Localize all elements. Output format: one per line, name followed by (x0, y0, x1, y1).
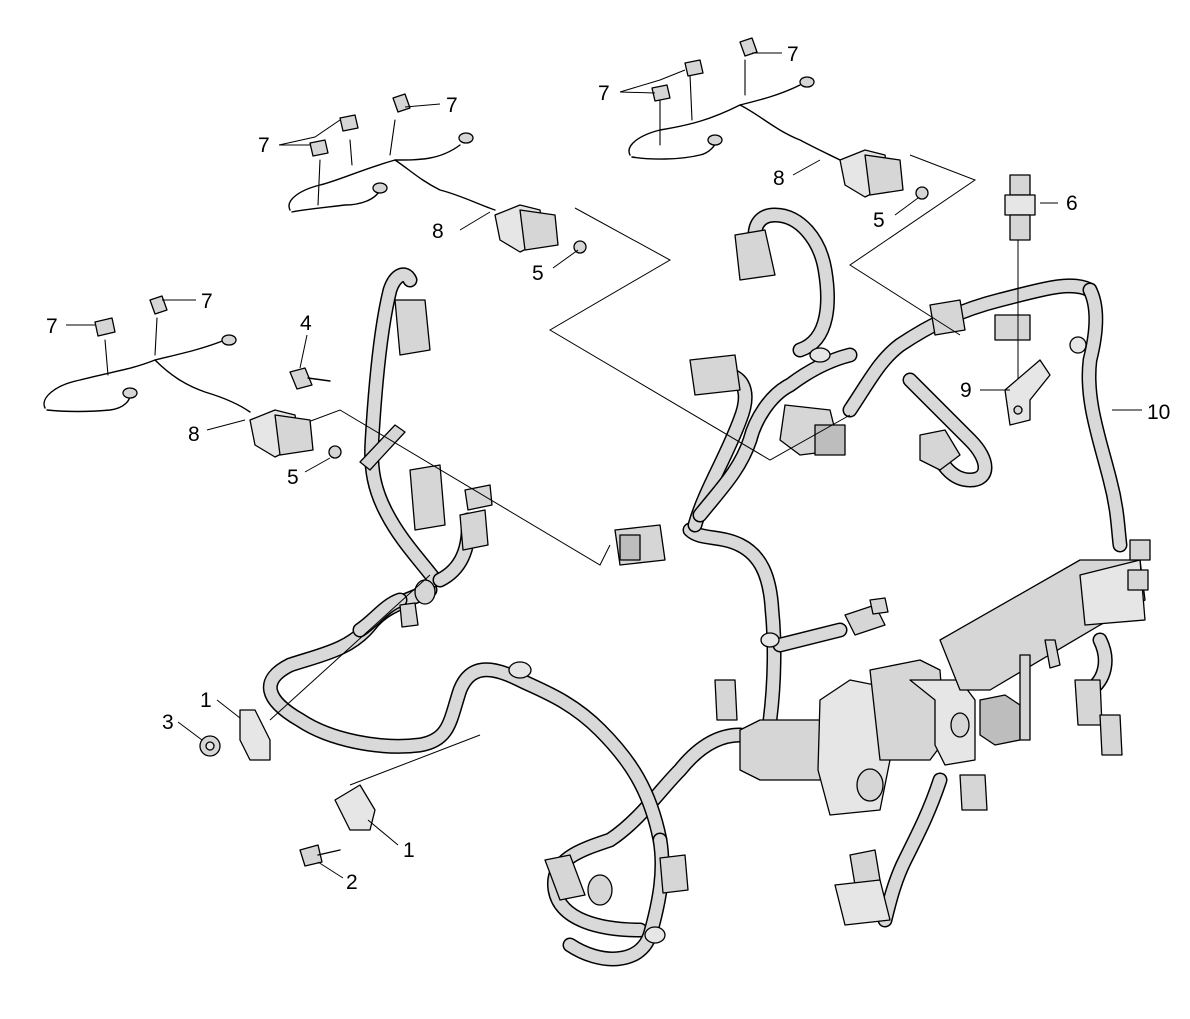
callout-8: 8 (188, 423, 200, 446)
callout-5: 5 (873, 209, 885, 232)
callout-5: 5 (532, 262, 544, 285)
callout-5: 5 (287, 466, 299, 489)
callout-8: 8 (773, 167, 785, 190)
callout-7: 7 (446, 94, 458, 117)
callout-7: 7 (201, 290, 213, 313)
callout-8: 8 (432, 220, 444, 243)
leader-lines (269, 154, 1019, 786)
callout-7: 7 (598, 82, 610, 105)
callout-1: 1 (403, 839, 415, 862)
callout-7: 7 (787, 43, 799, 66)
callout-7: 7 (46, 315, 58, 338)
sensor-cable-group-a (288, 93, 587, 254)
relay-bracket-assembly (739, 559, 1146, 816)
callout-9: 9 (960, 379, 972, 402)
callout-10: 10 (1147, 401, 1170, 424)
loose-parts (199, 174, 1051, 867)
callout-leaders (66, 52, 1142, 879)
sensor-cable-group-c (43, 295, 342, 459)
callout-3: 3 (162, 711, 174, 734)
sensor-cable-group-b (628, 37, 929, 200)
callout-4: 4 (300, 312, 312, 335)
harness-connectors (359, 229, 1151, 944)
callout-2: 2 (346, 871, 358, 894)
callout-6: 6 (1066, 192, 1078, 215)
callout-1: 1 (200, 689, 212, 712)
callout-7: 7 (258, 134, 270, 157)
callout-labels: 7 7 8 5 7 7 8 5 7 7 8 5 4 6 9 10 1 3 1 2 (46, 43, 1170, 894)
